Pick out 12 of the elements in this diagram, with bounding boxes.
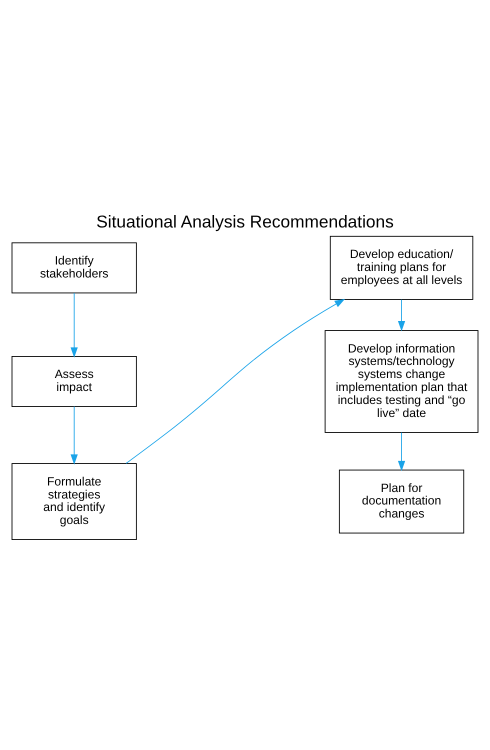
- arrow: [70, 292, 78, 358]
- node-box: Plan for documentation changes: [338, 470, 464, 534]
- arrow: [126, 298, 346, 464]
- arrow: [398, 299, 406, 332]
- node-box: Formulate strategies and identify goals: [12, 463, 137, 540]
- arrow: [70, 406, 78, 465]
- diagram-title: Situational Analysis Recommendations: [96, 212, 394, 232]
- node-box: Assess impact: [12, 356, 137, 407]
- node-box: Identify stakeholders: [12, 242, 137, 294]
- arrow: [398, 432, 406, 472]
- node-box: Develop information systems/technology systems change implementation plan that includes testing and “go live” date: [324, 330, 478, 433]
- node-box: Develop education/ training plans for employees at all levels: [330, 236, 474, 300]
